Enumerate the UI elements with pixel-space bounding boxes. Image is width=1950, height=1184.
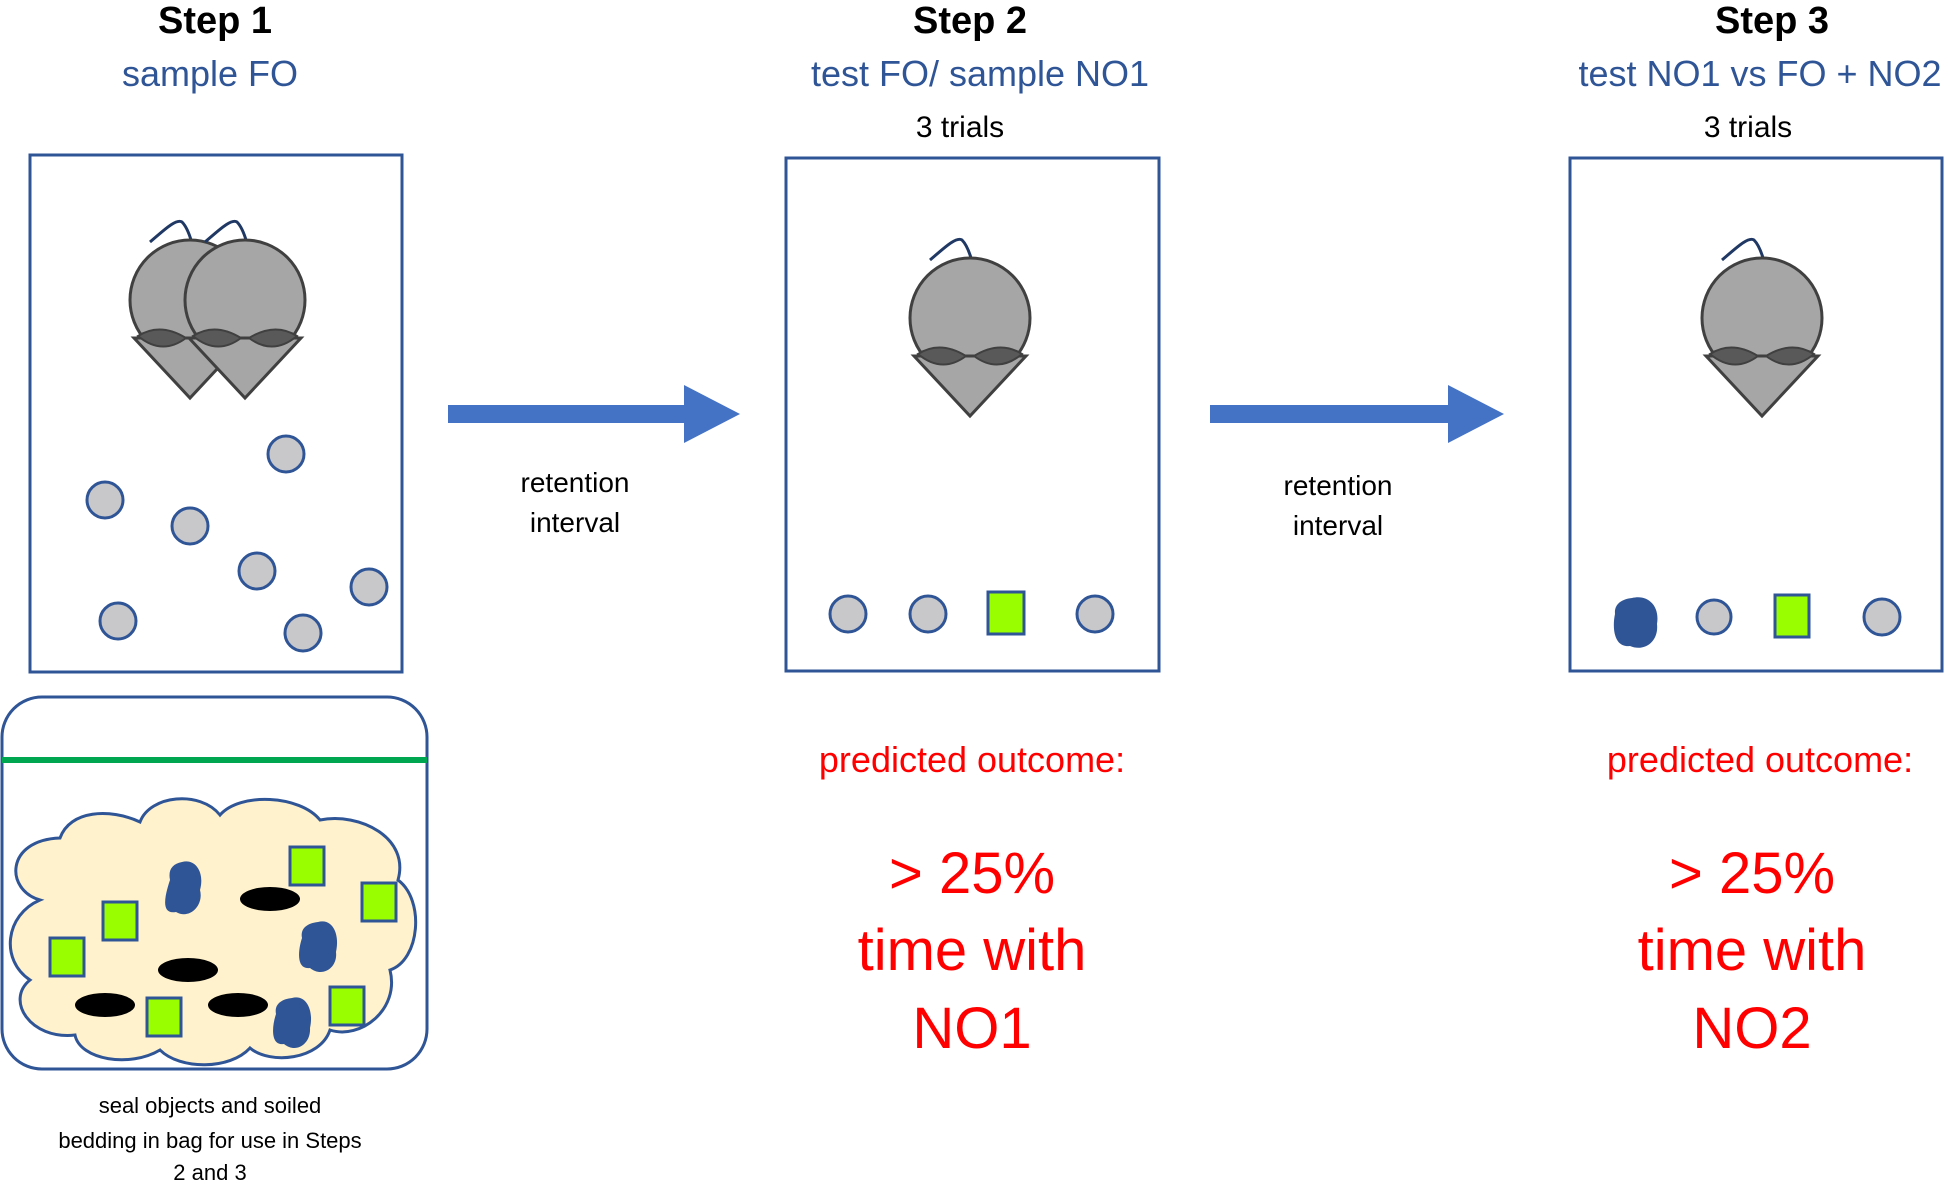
step2-title: Step 2 bbox=[913, 0, 1027, 42]
predicted-outcome-value: NO1 bbox=[912, 996, 1031, 1061]
object-circle bbox=[266, 434, 306, 474]
object-circle bbox=[170, 506, 210, 546]
step2-subtitle: test FO/ sample NO1 bbox=[811, 53, 1149, 94]
arrow-retention-1: retention interval bbox=[448, 385, 740, 538]
predicted-outcome-label: predicted outcome: bbox=[1607, 739, 1913, 780]
sealed-bag bbox=[0, 695, 429, 1071]
bag-note: 2 and 3 bbox=[173, 1160, 246, 1184]
object-green-square bbox=[48, 936, 86, 978]
object-circle bbox=[85, 480, 125, 520]
object-blue-blob bbox=[273, 997, 312, 1049]
retention-label: interval bbox=[530, 507, 620, 538]
object-green-square bbox=[360, 881, 398, 923]
arrow-shaft bbox=[1210, 405, 1450, 423]
object-green-square bbox=[986, 590, 1026, 636]
arrow-shaft bbox=[448, 405, 686, 423]
familiar-objects bbox=[85, 434, 389, 653]
object-circle bbox=[828, 594, 868, 634]
object-black-oval bbox=[208, 993, 268, 1017]
retention-label: interval bbox=[1293, 510, 1383, 541]
object-circle bbox=[349, 567, 389, 607]
object-black-oval bbox=[240, 887, 300, 911]
object-green-square bbox=[1773, 593, 1811, 639]
bag-note: seal objects and soiled bbox=[99, 1093, 322, 1118]
object-circle bbox=[908, 594, 948, 634]
object-black-oval bbox=[75, 993, 135, 1017]
predicted-outcome-value: time with bbox=[1638, 918, 1867, 983]
step3-title: Step 3 bbox=[1715, 0, 1829, 42]
step1-panel: Step 1 sample FO bbox=[0, 0, 429, 1184]
object-blue-blob bbox=[165, 861, 202, 915]
object-circle bbox=[1862, 597, 1902, 637]
step2-panel: Step 2 test FO/ sample NO1 3 trials pred… bbox=[784, 0, 1161, 1061]
object-blue-blob bbox=[299, 921, 338, 973]
object-circle bbox=[283, 613, 323, 653]
object-circle bbox=[1075, 594, 1115, 634]
object-green-square bbox=[328, 985, 366, 1027]
bag-note: bedding in bag for use in Steps bbox=[58, 1128, 361, 1153]
predicted-outcome-value: time with bbox=[858, 918, 1087, 983]
object-black-oval bbox=[158, 958, 218, 982]
step3-arena bbox=[1568, 156, 1944, 673]
retention-label: retention bbox=[1284, 470, 1393, 501]
retention-label: retention bbox=[521, 467, 630, 498]
object-circle bbox=[1695, 598, 1733, 636]
object-green-square bbox=[288, 845, 326, 887]
arrow-head-icon bbox=[684, 385, 740, 443]
predicted-outcome-value: > 25% bbox=[889, 841, 1055, 906]
step3-panel: Step 3 test NO1 vs FO + NO2 3 trials pre… bbox=[1568, 0, 1944, 1061]
step2-trials: 3 trials bbox=[916, 111, 1004, 144]
object-circle bbox=[98, 601, 138, 641]
predicted-outcome-label: predicted outcome: bbox=[819, 739, 1125, 780]
step1-arena bbox=[28, 153, 404, 674]
arrow-head-icon bbox=[1448, 385, 1504, 443]
arrow-retention-2: retention interval bbox=[1210, 385, 1504, 541]
object-circle bbox=[237, 551, 277, 591]
step1-title: Step 1 bbox=[158, 0, 272, 42]
object-green-square bbox=[101, 900, 139, 942]
predicted-outcome-value: NO2 bbox=[1692, 996, 1811, 1061]
step1-subtitle: sample FO bbox=[122, 53, 298, 94]
step3-trials: 3 trials bbox=[1704, 111, 1792, 144]
predicted-outcome-value: > 25% bbox=[1669, 841, 1835, 906]
object-blue-blob bbox=[1613, 597, 1658, 648]
object-green-square bbox=[145, 996, 183, 1038]
step3-subtitle: test NO1 vs FO + NO2 bbox=[1578, 53, 1941, 94]
